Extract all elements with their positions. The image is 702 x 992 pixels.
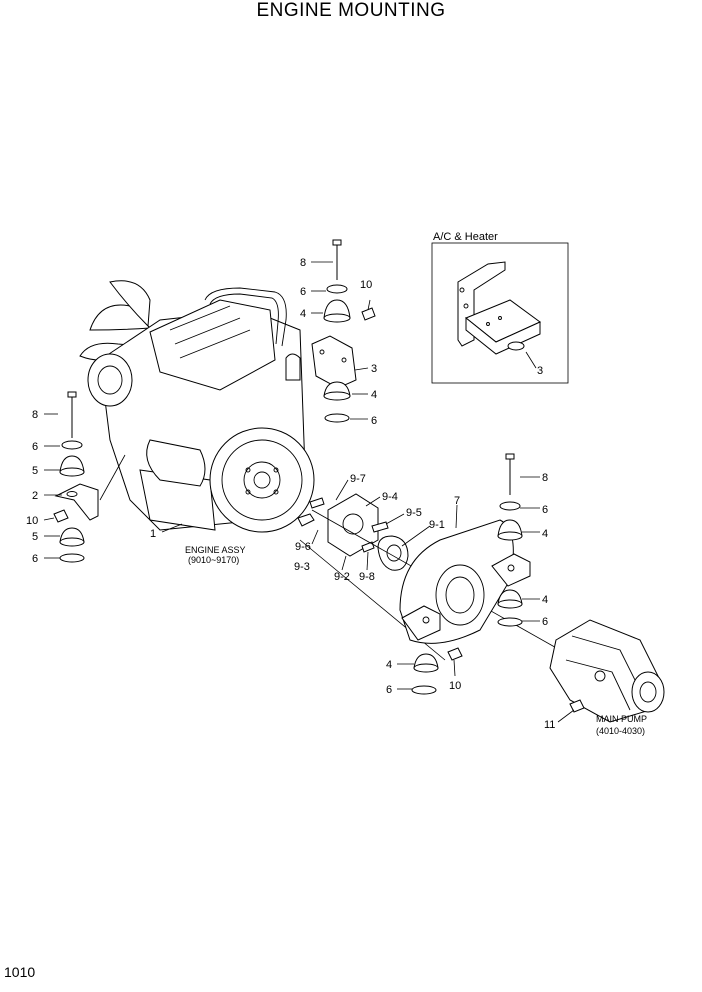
main-pump-drawing (549, 619, 665, 723)
callout-6-mid: 6 (371, 415, 377, 427)
callout-2: 2 (32, 490, 38, 502)
callout-10-lower: 10 (449, 680, 461, 692)
callout-9-5: 9-5 (406, 507, 422, 519)
callout-4-lower: 4 (386, 659, 392, 671)
page-title: ENGINE MOUNTING (256, 0, 446, 21)
callout-8-left: 8 (32, 409, 38, 421)
callout-8-right: 8 (542, 472, 548, 484)
callout-6-left-top: 6 (32, 441, 38, 453)
inset-frame (431, 242, 569, 384)
callout-6-right-top: 6 (542, 504, 548, 516)
upper-mount-stack (311, 239, 376, 423)
callout-labels: 8 6 4 10 3 4 6 8 6 5 2 10 5 6 1 9-7 9-4 … (26, 257, 555, 731)
callout-9-1: 9-1 (429, 519, 445, 531)
callout-6-upper: 6 (300, 286, 306, 298)
leader-lines (43, 261, 575, 723)
callout-9-8: 9-8 (359, 571, 375, 583)
engine-assembly-drawing (79, 280, 315, 533)
callout-10-upper: 10 (360, 279, 372, 291)
callout-7: 7 (454, 495, 460, 507)
inset-ac-heater: A/C & Heater 3 (431, 231, 569, 384)
engine-caption-line1: ENGINE ASSY (185, 545, 246, 555)
callout-8-upper: 8 (300, 257, 306, 269)
callout-6-right-bottom: 6 (542, 616, 548, 628)
callout-9-4: 9-4 (382, 491, 398, 503)
callout-4-upper: 4 (300, 308, 306, 320)
callout-4-mid: 4 (371, 389, 377, 401)
callout-5-left-top: 5 (32, 465, 38, 477)
callout-9-3: 9-3 (294, 561, 310, 573)
callout-6-left-bottom: 6 (32, 553, 38, 565)
pump-caption-line2: (4010-4030) (596, 726, 645, 736)
inset-title: A/C & Heater (433, 231, 498, 243)
callout-6-lower: 6 (386, 684, 392, 696)
pump-caption-line1: MAIN PUMP (596, 714, 647, 724)
right-mount-stack (497, 453, 523, 627)
callout-1: 1 (150, 528, 156, 540)
inset-callout-3: 3 (537, 365, 543, 377)
callout-9-7: 9-7 (350, 473, 366, 485)
page-number: 1010 (4, 964, 36, 980)
callout-11: 11 (544, 719, 555, 731)
inset-bracket-drawing (457, 261, 541, 369)
callout-9-2: 9-2 (334, 571, 350, 583)
callout-10-left: 10 (26, 515, 38, 527)
pump-adapter-housing (399, 519, 531, 644)
engine-caption-line2: (9010~9170) (188, 555, 239, 565)
left-mount-stack (53, 391, 126, 563)
lower-mount-stack (411, 647, 463, 695)
callout-4-right-bottom: 4 (542, 594, 548, 606)
callout-3: 3 (371, 363, 377, 375)
callout-4-right-top: 4 (542, 528, 548, 540)
callout-5-left-bottom: 5 (32, 531, 38, 543)
callout-9-6: 9-6 (295, 541, 311, 553)
